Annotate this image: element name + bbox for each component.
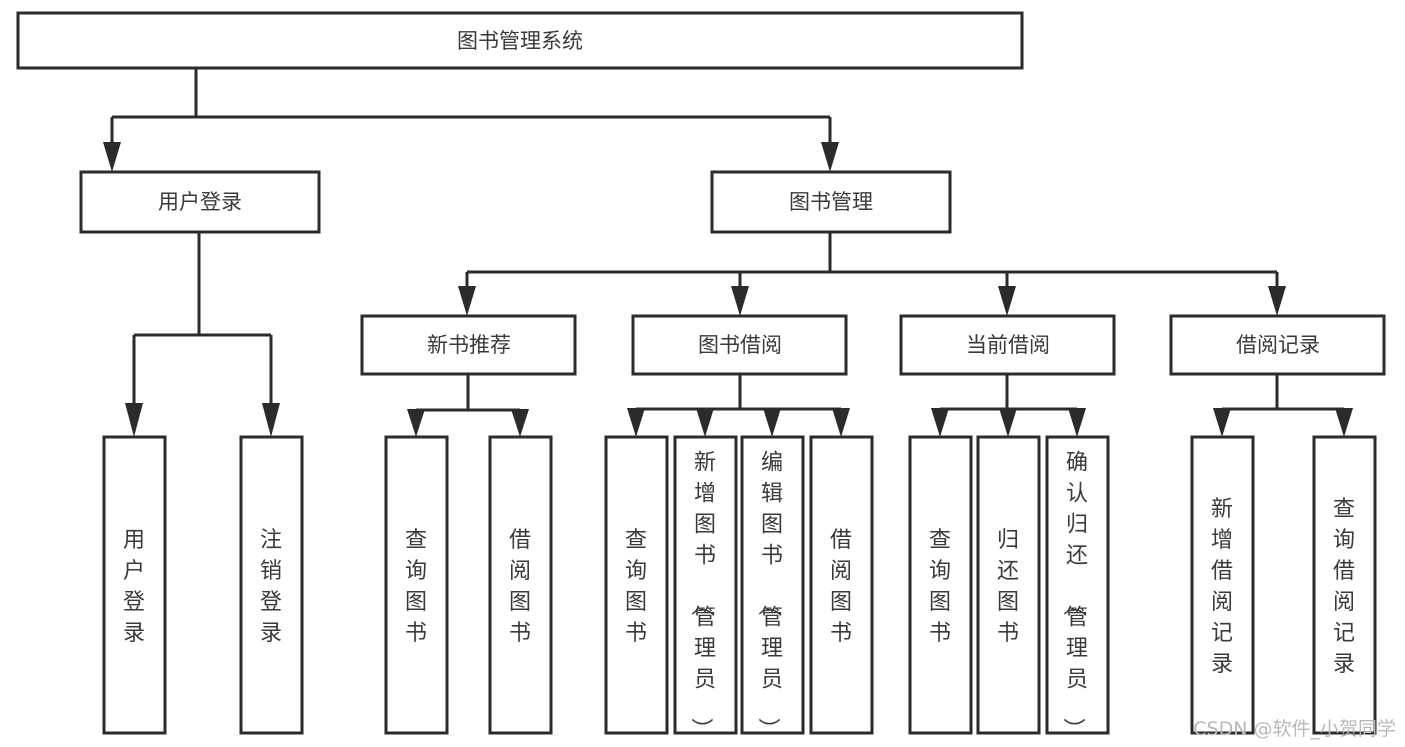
leaf-current-borrow-1[interactable]: 查询图书 bbox=[908, 435, 973, 735]
node-user-login-label: 用户登录 bbox=[158, 190, 242, 214]
arrow-head-book-borrow bbox=[731, 286, 749, 316]
leaf-book-borrow-2[interactable]: 新增图书（管理员） bbox=[673, 435, 738, 740]
leaf-current-borrow-1-box[interactable] bbox=[908, 435, 973, 735]
leaf-borrow-record-1-label: 新增借阅记录 bbox=[1211, 497, 1233, 677]
arrow-head-new-book-recommend bbox=[458, 286, 476, 316]
leaf-book-borrow-1-label: 查询图书 bbox=[625, 528, 647, 646]
leaf-user-login-1-label: 用户登录 bbox=[123, 528, 145, 646]
arrow-head-leaf-nbr-2 bbox=[511, 409, 529, 437]
leaf-current-borrow-2-box[interactable] bbox=[976, 435, 1041, 735]
leaf-borrow-record-2-box[interactable] bbox=[1312, 435, 1377, 735]
leaf-current-borrow-3-label: 确认归还（管理员） bbox=[1060, 451, 1088, 740]
leaf-book-borrow-4-box[interactable] bbox=[809, 435, 874, 735]
node-book-management-box[interactable] bbox=[710, 170, 952, 234]
node-current-borrow-box[interactable] bbox=[899, 314, 1116, 376]
leaf-new-book-recommend-2[interactable]: 借阅图书 bbox=[488, 435, 553, 735]
arrow-head-leaf-nbr-1 bbox=[407, 409, 425, 437]
leaf-current-borrow-2-label: 归还图书 bbox=[997, 528, 1019, 646]
node-user-login[interactable]: 用户登录 bbox=[79, 170, 321, 234]
leaf-current-borrow-3[interactable]: 确认归还（管理员） bbox=[1045, 435, 1110, 740]
arrow-head-leaf-br-1 bbox=[1213, 408, 1231, 437]
node-root-box[interactable] bbox=[16, 11, 1024, 70]
node-borrow-record-box[interactable] bbox=[1169, 314, 1386, 376]
arrow-head-leaf-bb-1 bbox=[627, 408, 645, 437]
leaf-current-borrow-2[interactable]: 归还图书 bbox=[976, 435, 1041, 735]
csdn-watermark: CSDN @软件_小贺同学 bbox=[1193, 718, 1396, 740]
leaf-new-book-recommend-2-label: 借阅图书 bbox=[509, 528, 531, 646]
leaf-book-borrow-3-box[interactable] bbox=[740, 435, 805, 735]
leaf-book-borrow-3-label: 编辑图书（管理员） bbox=[755, 451, 783, 740]
arrow-head-leaf-cb-1 bbox=[931, 408, 949, 437]
node-root-label: 图书管理系统 bbox=[457, 29, 583, 53]
leaf-new-book-recommend-2-box[interactable] bbox=[488, 435, 553, 735]
node-new-book-recommend[interactable]: 新书推荐 bbox=[360, 314, 577, 376]
arrow-head-leaf-bb-3 bbox=[763, 408, 781, 437]
leaf-book-borrow-4[interactable]: 借阅图书 bbox=[809, 435, 874, 735]
arrow-head-leaf-bb-4 bbox=[832, 408, 850, 437]
node-borrow-record[interactable]: 借阅记录 bbox=[1169, 314, 1386, 376]
arrow-head-leaf-bb-2 bbox=[696, 408, 714, 437]
leaf-current-borrow-3-box[interactable] bbox=[1045, 435, 1110, 735]
leaf-current-borrow-1-label: 查询图书 bbox=[929, 528, 951, 646]
leaf-user-login-1-box[interactable] bbox=[102, 435, 167, 735]
node-book-borrow-label: 图书借阅 bbox=[698, 333, 782, 357]
leaf-book-borrow-1-box[interactable] bbox=[604, 435, 669, 735]
leaf-borrow-record-1-box[interactable] bbox=[1190, 435, 1255, 735]
arrow-head-borrow-record bbox=[1268, 286, 1286, 316]
leaf-book-borrow-2-label: 新增图书（管理员） bbox=[688, 451, 716, 740]
node-book-borrow[interactable]: 图书借阅 bbox=[631, 314, 848, 376]
arrow-head-user-login bbox=[103, 142, 121, 172]
leaf-book-borrow-4-label: 借阅图书 bbox=[830, 528, 852, 646]
leaf-book-borrow-2-box[interactable] bbox=[673, 435, 738, 735]
connector-layer bbox=[103, 68, 1353, 437]
leaf-user-login-2-label: 注销登录 bbox=[260, 528, 282, 646]
leaf-borrow-record-2[interactable]: 查询借阅记录 bbox=[1312, 435, 1377, 735]
leaf-book-borrow-3[interactable]: 编辑图书（管理员） bbox=[740, 435, 805, 740]
leaf-new-book-recommend-1-box[interactable] bbox=[384, 435, 449, 735]
node-book-borrow-box[interactable] bbox=[631, 314, 848, 376]
leaf-user-login-1[interactable]: 用户登录 bbox=[102, 435, 167, 735]
arrow-head-book-mgmt bbox=[821, 142, 839, 172]
node-new-book-recommend-box[interactable] bbox=[360, 314, 577, 376]
arrow-head-current-borrow bbox=[998, 286, 1016, 316]
arrow-head-leaf-user-login-1 bbox=[125, 403, 143, 437]
arrow-head-leaf-cb-2 bbox=[999, 408, 1017, 437]
node-current-borrow[interactable]: 当前借阅 bbox=[899, 314, 1116, 376]
node-user-login-box[interactable] bbox=[79, 170, 321, 234]
node-root[interactable]: 图书管理系统 bbox=[16, 11, 1024, 70]
leaf-book-borrow-1[interactable]: 查询图书 bbox=[604, 435, 669, 735]
arrow-head-leaf-user-login-2 bbox=[262, 403, 280, 437]
arrow-head-leaf-br-2 bbox=[1335, 408, 1353, 437]
leaf-borrow-record-2-label: 查询借阅记录 bbox=[1333, 497, 1355, 677]
node-current-borrow-label: 当前借阅 bbox=[966, 333, 1050, 357]
leaf-new-book-recommend-1-label: 查询图书 bbox=[405, 528, 427, 646]
leaf-new-book-recommend-1[interactable]: 查询图书 bbox=[384, 435, 449, 735]
node-new-book-recommend-label: 新书推荐 bbox=[427, 333, 511, 357]
node-borrow-record-label: 借阅记录 bbox=[1236, 333, 1320, 357]
node-book-management-label: 图书管理 bbox=[789, 190, 873, 214]
node-book-management[interactable]: 图书管理 bbox=[710, 170, 952, 234]
arrow-head-leaf-cb-3 bbox=[1068, 408, 1086, 437]
leaf-borrow-record-1[interactable]: 新增借阅记录 bbox=[1190, 435, 1255, 735]
leaf-user-login-2-box[interactable] bbox=[239, 435, 304, 735]
leaf-user-login-2[interactable]: 注销登录 bbox=[239, 435, 304, 735]
